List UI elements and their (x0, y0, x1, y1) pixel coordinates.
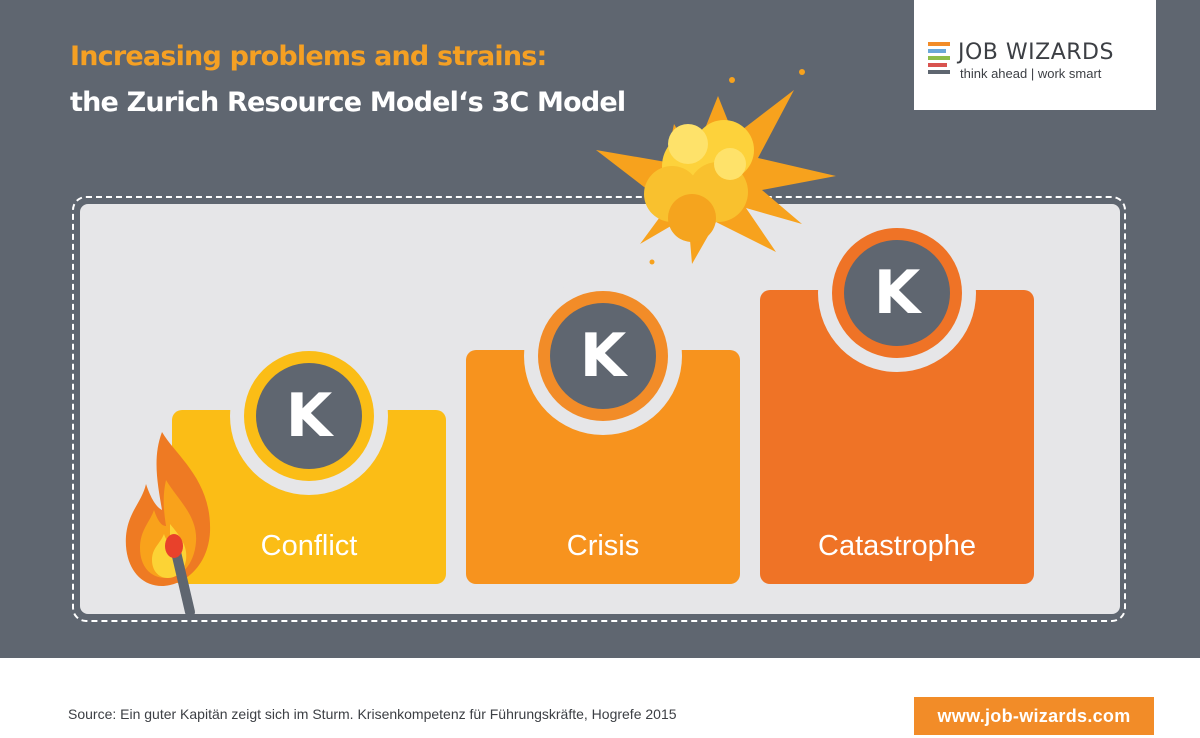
source-citation: Source: Ein guter Kapitän zeigt sich im … (68, 706, 677, 722)
explosion-spark (729, 77, 735, 83)
stage-label-catastrophe: Catastrophe (818, 530, 976, 562)
logo[interactable]: JOB WIZARDS think ahead | work smart (914, 0, 1156, 110)
explosion-spark (799, 69, 805, 75)
logo-tagline: think ahead | work smart (960, 66, 1102, 81)
match-stick (171, 547, 195, 617)
badge-letter: K (256, 363, 362, 469)
logo-name: JOB WIZARDS (958, 40, 1114, 65)
website-link[interactable]: www.job-wizards.com (914, 697, 1154, 735)
title-line-2: the Zurich Resource Model‘s 3C Model (70, 87, 626, 118)
logo-stack-bar (928, 70, 950, 74)
stage-label-conflict: Conflict (260, 530, 358, 562)
explosion-cloud (668, 124, 708, 164)
badge-conflict: K (230, 337, 388, 495)
diagram-frame (72, 196, 1126, 622)
badge-ring: K (832, 228, 962, 358)
badge-crisis: K (524, 277, 682, 435)
title-line-1: Increasing problems and strains: (70, 41, 547, 72)
badge-catastrophe: K (818, 214, 976, 372)
explosion-spark (649, 259, 655, 265)
logo-stack-icon (928, 42, 950, 76)
logo-stack-bar (928, 56, 950, 60)
badge-ring: K (244, 351, 374, 481)
badge-letter: K (844, 240, 950, 346)
explosion-icon (596, 69, 836, 265)
badge-letter: K (550, 303, 656, 409)
logo-stack-bar (928, 42, 950, 46)
stage-label-crisis: Crisis (566, 530, 640, 562)
logo-stack-bar (928, 63, 947, 67)
explosion-cloud (714, 148, 746, 180)
badge-ring: K (538, 291, 668, 421)
explosion-cloud (668, 194, 716, 242)
logo-stack-bar (928, 49, 946, 53)
match-head (165, 534, 183, 558)
burning-match-icon (125, 432, 211, 617)
